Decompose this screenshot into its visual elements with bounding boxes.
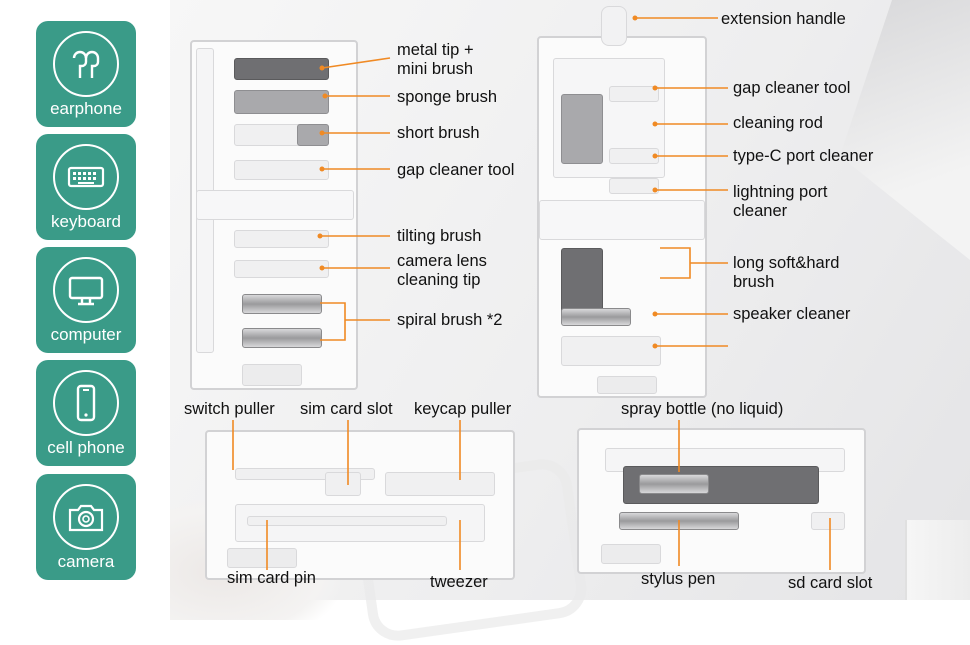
label-spiral-brush: spiral brush *2 [397,311,503,329]
spiral-brush-2 [242,328,322,348]
label-gap-cleaner-left: gap cleaner tool [397,161,515,179]
label-gap-cleaner-right: gap cleaner tool [733,79,851,97]
label-sim-card-slot: sim card slot [300,400,393,418]
label-brush: brush [733,273,775,291]
gap-cleaner-blade [561,94,603,164]
label-switch-puller: switch puller [184,400,275,418]
camera-icon [68,504,104,532]
lower-tool [561,336,661,366]
label-cleaning-rod: cleaning rod [733,114,823,132]
label-keycap-puller: keycap puller [414,400,512,418]
tweezer-arm [247,516,447,526]
tile-keyboard: keyboard [36,134,136,240]
case-foot-right [597,376,657,394]
label-sim-card-pin: sim card pin [227,569,316,587]
box-foot-left [227,548,297,568]
label-cleaning-tip: cleaning tip [397,271,481,289]
short-brush-bristles [297,124,329,146]
label-tilting-brush: tilting brush [397,227,482,245]
gap-cleaner-left [234,160,329,180]
label-camera-lens: camera lens [397,252,487,270]
label-metal-tip: metal tip + [397,41,474,59]
label-sd-card-slot: sd card slot [788,574,873,592]
label-speaker-cleaner: speaker cleaner [733,305,851,323]
label-lightning-port: lightning port [733,183,828,201]
extension-handle-knob [601,6,627,46]
sim-card-slot-part [325,472,361,496]
label-tweezer: tweezer [430,573,488,591]
label-stylus-pen: stylus pen [641,570,716,588]
sd-card-slot-part [811,512,845,530]
multi-tool-box-right [577,428,866,574]
brush-case-left [190,40,358,390]
tile-earphone: earphone [36,21,136,127]
keyboard-icon [67,166,105,188]
speaker-cleaner [561,308,631,326]
background-box [905,520,970,600]
keycap-puller [385,472,495,496]
camera-lens-tip [234,260,329,278]
earphone-icon [72,50,100,78]
tile-label: earphone [50,99,122,118]
lightning-cleaner [609,178,659,194]
multi-tool-box-left [205,430,515,580]
label-type-c-cleaner: type-C port cleaner [733,147,874,165]
label-extension-handle: extension handle [721,10,846,28]
tilting-brush [234,230,329,248]
tile-label: keyboard [51,212,121,231]
label-sponge-brush: sponge brush [397,88,497,106]
case-divider-right [539,200,705,240]
tile-cell-phone: cell phone [36,360,136,466]
case-divider [196,190,354,220]
case-foot [242,364,302,386]
tile-computer: computer [36,247,136,353]
tile-camera: camera [36,474,136,580]
spiral-brush-1 [242,294,322,314]
label-lightning-cleaner: cleaner [733,202,788,220]
box-foot-right [601,544,661,564]
sponge-brush [234,90,329,114]
brush-case-right [537,6,707,398]
cleaning-rod [609,86,659,102]
metal-tip-brush [234,58,329,80]
tile-label: camera [57,552,115,571]
label-mini-brush: mini brush [397,60,474,78]
callout-lines [232,15,831,570]
tile-label: cell phone [47,438,125,457]
computer-icon [68,276,104,306]
label-long-soft-hard: long soft&hard [733,254,840,272]
label-short-brush: short brush [397,124,480,142]
cell-phone-icon [76,384,96,422]
tile-label: computer [50,325,122,344]
spray-nozzle [639,474,709,494]
label-spray-bottle: spray bottle (no liquid) [621,400,784,418]
